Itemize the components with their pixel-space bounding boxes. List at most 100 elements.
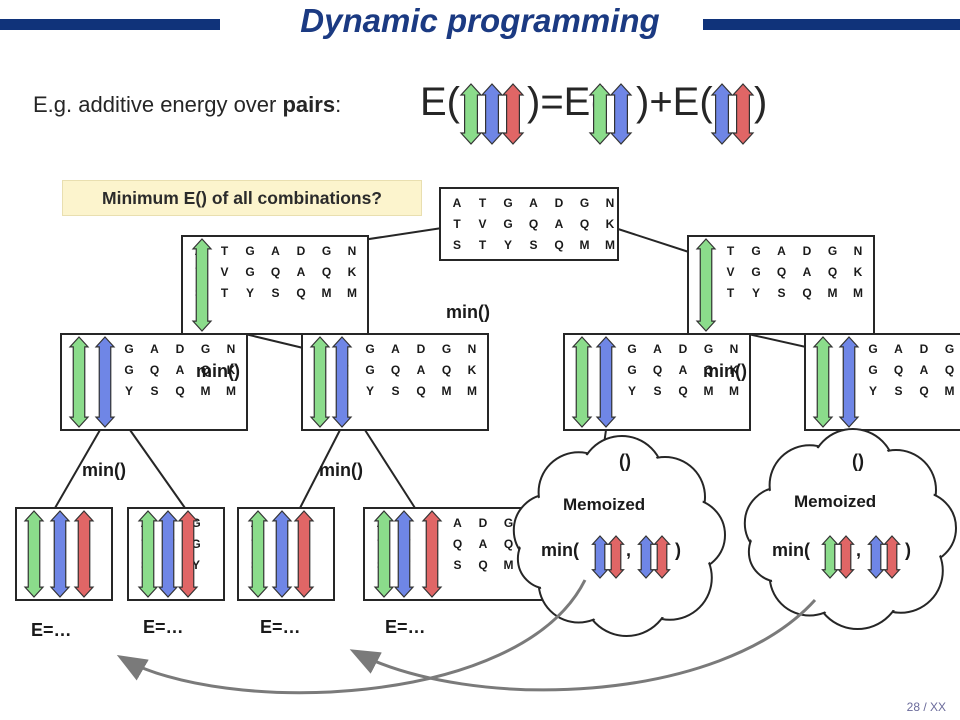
memo-clouds (512, 428, 957, 637)
red-pair-arrow (177, 510, 199, 598)
tree-edge (364, 429, 416, 509)
residue-letter: N (227, 342, 236, 356)
residue-letter: G (503, 196, 512, 210)
residue-letter: A (297, 265, 306, 279)
memo-back-arrows (116, 579, 817, 695)
min-label: min() (82, 460, 126, 480)
node-box-l2: ATGADGTVGQAQSTYSQM (804, 333, 960, 431)
blue-pair-arrow (331, 336, 353, 428)
eq-mid2: )+E( (636, 80, 713, 124)
memo-close: ) (675, 540, 681, 560)
residue-letter: M (704, 384, 714, 398)
sequence-box-frame (563, 333, 751, 431)
energy-label: E=… (31, 620, 72, 640)
green-pair-arrow (812, 336, 834, 428)
residue-letter: Y (366, 384, 374, 398)
residue-letter: A (176, 363, 185, 377)
residue-letter: A (920, 363, 929, 377)
residue-letter: A (777, 244, 786, 258)
residue-letter: M (729, 384, 739, 398)
residue-letter: G (191, 537, 200, 551)
residue-letter: A (417, 363, 426, 377)
sequence-box-frame (301, 333, 489, 431)
residue-letter: G (868, 342, 877, 356)
residue-letter: A (453, 196, 462, 210)
leaf-box: ATGTVGSTY (127, 507, 225, 601)
memo-back-arrow (116, 579, 587, 695)
residue-letter: N (854, 244, 863, 258)
residue-letter: S (653, 384, 661, 398)
memo-back-arrow (349, 598, 817, 692)
residue-letter: M (580, 238, 590, 252)
residue-letter: T (727, 286, 735, 300)
residue-letter: Q (271, 265, 280, 279)
red-pair-arrow (731, 83, 755, 145)
leaf-box: ATGTVGSTY (15, 507, 113, 601)
residue-letter: K (227, 363, 236, 377)
blue-pair-arrow (480, 83, 504, 145)
header-bar-left (0, 19, 220, 30)
intro-text: E.g. additive energy over pairs: (33, 92, 342, 117)
residue-letter: A (150, 342, 159, 356)
green-pair-arrow (68, 336, 90, 428)
residue-letter: S (453, 238, 461, 252)
blue-pair-arrow (595, 336, 617, 428)
residue-letter: Q (416, 384, 425, 398)
memo-cloud (743, 428, 957, 630)
residue-letter: Q (296, 286, 305, 300)
blue-pair-arrow (393, 510, 415, 598)
residue-letter: Y (125, 384, 133, 398)
min-label-partial: () (852, 451, 864, 471)
residue-letter: M (322, 286, 332, 300)
blue-pair-arrow (157, 510, 179, 598)
residue-letter: A (529, 196, 538, 210)
memo-cloud (512, 435, 726, 637)
green-pair-arrow (309, 336, 331, 428)
residue-letter: S (777, 286, 785, 300)
residue-letter: G (442, 342, 451, 356)
memoized-label: Memoized (794, 492, 877, 511)
energy-label: E=… (260, 617, 301, 637)
sequence-box-frame (60, 333, 248, 431)
residue-letter: A (653, 342, 662, 356)
eq-lhs: E( (420, 80, 460, 124)
residue-letter: Q (945, 363, 954, 377)
residue-letter: Y (752, 286, 760, 300)
residue-letter: Q (828, 265, 837, 279)
residue-letter: Q (894, 363, 903, 377)
residue-letter: K (854, 265, 863, 279)
residue-letter: S (150, 384, 158, 398)
memoized-label: Memoized (563, 495, 646, 514)
residue-letter: G (124, 342, 133, 356)
leaf-box: ATGTVGSTY (237, 507, 335, 601)
residue-letter: A (453, 516, 462, 530)
green-pair-arrow (191, 238, 213, 332)
residue-letter: N (348, 244, 357, 258)
residue-letter: V (478, 217, 486, 231)
tree-edge (614, 227, 696, 255)
residue-letter: Q (678, 384, 687, 398)
residue-letter: G (704, 342, 713, 356)
sequence-box-frame (439, 187, 619, 261)
residue-letter: A (391, 342, 400, 356)
green-pair-arrow (247, 510, 269, 598)
residue-letter: Q (391, 363, 400, 377)
green-pair-arrow (588, 83, 612, 145)
residue-letter: S (453, 558, 461, 572)
residue-letter: D (920, 342, 929, 356)
residue-letter: Q (201, 363, 210, 377)
residue-letter: Q (322, 265, 331, 279)
residue-letter: G (868, 363, 877, 377)
residue-letter: G (828, 244, 837, 258)
red-pair-arrow (73, 510, 95, 598)
residue-letter: Q (442, 363, 451, 377)
blue-pair-arrow (637, 535, 655, 579)
sequence-box-frame (687, 235, 875, 335)
slide-title: Dynamic programming (300, 2, 660, 39)
residue-letter: D (417, 342, 426, 356)
residue-letter: Y (246, 286, 254, 300)
residue-letter: Y (628, 384, 636, 398)
memo-min-label: min( (541, 540, 579, 560)
blue-pair-arrow (94, 336, 116, 428)
